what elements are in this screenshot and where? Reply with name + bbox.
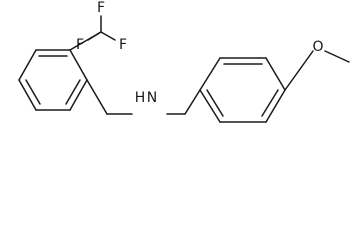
double-bond-inner [261,89,279,117]
bond [324,50,350,63]
bond [87,31,102,41]
bond [199,57,221,91]
bond [184,89,201,115]
bond [18,79,37,111]
amine-hydrogen-label: H [135,90,146,106]
right-benzene-ring [199,57,286,123]
bond [284,50,314,91]
trifluoromethyl-group: F F F [69,0,127,53]
amine-nitrogen-label: N [147,90,157,106]
bond [86,79,108,115]
bond [100,31,116,41]
bond [69,79,88,111]
methoxy-oxygen-label: O [312,39,323,55]
left-benzene-ring [18,49,88,111]
double-bond-inner [65,79,81,105]
double-bond-inner [206,89,224,117]
fluorine-top-label: F [97,0,105,16]
amine-linker: H N [86,79,201,115]
bond [199,89,221,123]
fluorine-left-label: F [76,37,84,53]
bond [265,89,286,123]
chemical-structure-diagram: F F F H N O [18,0,350,123]
bond [265,57,286,91]
bond [18,49,37,81]
bond [69,49,88,81]
fluorine-right-label: F [119,37,127,53]
double-bond-inner [25,79,41,105]
methoxy-group: O [284,39,350,91]
